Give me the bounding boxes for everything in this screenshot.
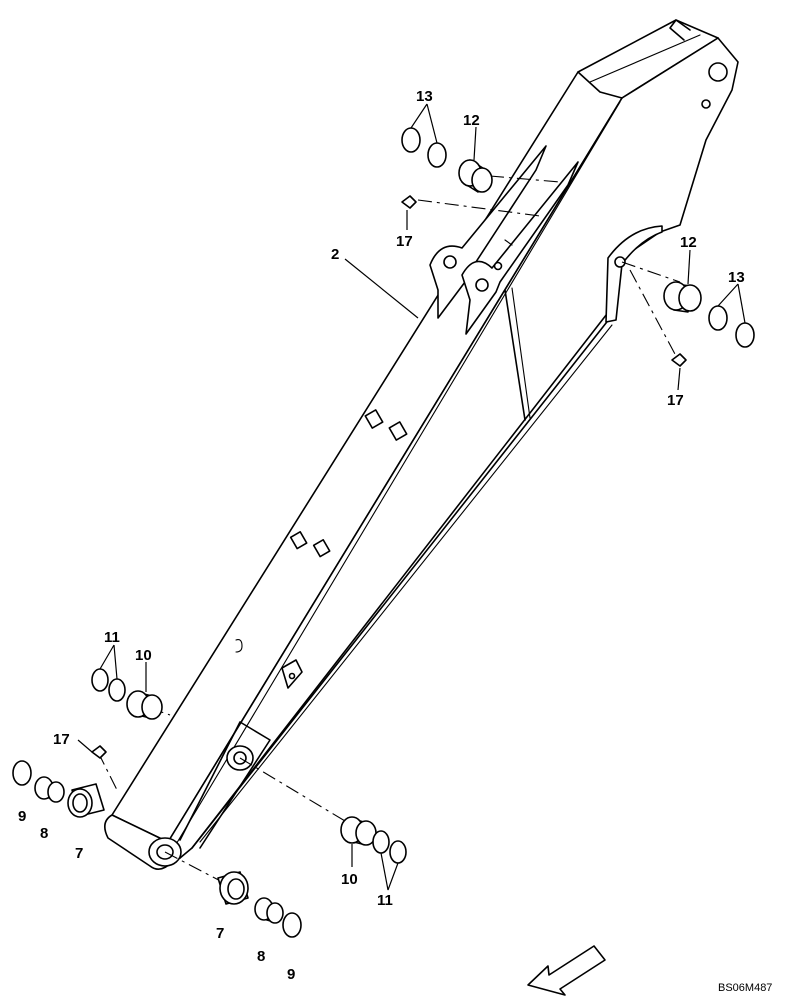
leader-lines: [77, 103, 746, 891]
callout-12-upper: 12: [463, 112, 480, 129]
reference-code: BS06M487: [718, 982, 772, 994]
callout-17-left: 17: [53, 731, 70, 748]
shim-11-left-b: [108, 678, 126, 702]
callout-10-lower: 10: [341, 871, 358, 888]
bushing-10-left: [126, 690, 163, 720]
bushing-8-left: [34, 776, 65, 803]
parts: [12, 127, 755, 938]
callout-17-upper: 17: [396, 233, 413, 250]
front-direction-arrow-icon: [527, 945, 606, 996]
grease-fitting-17-left: [91, 745, 107, 759]
pin-12-right: [663, 281, 702, 313]
grease-fitting-17-upper: [401, 195, 417, 209]
callout-17-right: 17: [667, 392, 684, 409]
pin-12-upper: [458, 159, 493, 193]
shim-9-left: [12, 760, 32, 786]
shim-11-lower-a: [372, 830, 390, 854]
shim-13-upper-b: [427, 142, 447, 168]
shim-9-lower: [282, 912, 302, 938]
shim-13-upper-a: [401, 127, 421, 153]
callout-7-lower: 7: [216, 925, 224, 942]
grease-fitting-17-right: [671, 353, 687, 367]
shim-11-left-a: [91, 668, 109, 692]
shim-13-right-b: [735, 322, 755, 348]
callout-11-left: 11: [104, 629, 120, 646]
callout-12-right: 12: [680, 234, 697, 251]
callout-11-lower: 11: [377, 892, 393, 909]
callout-2: 2: [331, 246, 339, 263]
callout-8-left: 8: [40, 825, 48, 842]
callout-13-upper: 13: [416, 88, 433, 105]
bushing-7-left: [67, 783, 105, 818]
bushing-10-lower: [340, 816, 377, 846]
callout-9-left: 9: [18, 808, 26, 825]
callout-9-lower: 9: [287, 966, 295, 983]
callouts: 2 13 12 17 12 13 17 11 10 17 9 8 7 10 11…: [18, 88, 745, 983]
callout-10-left: 10: [135, 647, 152, 664]
boom-body: [104, 19, 739, 870]
callout-8-lower: 8: [257, 948, 265, 965]
bushing-7-lower: [217, 871, 249, 905]
shim-11-lower-b: [389, 840, 407, 864]
callout-7-left: 7: [75, 845, 83, 862]
bushing-8-lower: [254, 897, 284, 924]
callout-13-right: 13: [728, 269, 745, 286]
shim-13-right-a: [708, 305, 728, 331]
